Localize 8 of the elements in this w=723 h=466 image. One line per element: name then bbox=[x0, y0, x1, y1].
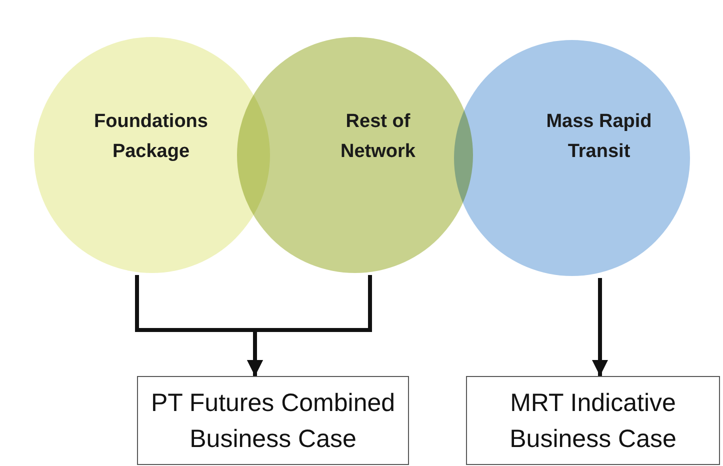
circle-label: Rest of Network bbox=[340, 110, 416, 164]
connector-arrow bbox=[592, 278, 608, 376]
circle-label: Mass Rapid Transit bbox=[545, 110, 653, 164]
circle-label: Foundations Package bbox=[93, 110, 209, 164]
result-box bbox=[466, 376, 720, 465]
box-label: PT Futures Combined Business Case bbox=[150, 388, 396, 454]
result-box bbox=[137, 376, 409, 465]
box-label: MRT Indicative Business Case bbox=[508, 388, 678, 454]
